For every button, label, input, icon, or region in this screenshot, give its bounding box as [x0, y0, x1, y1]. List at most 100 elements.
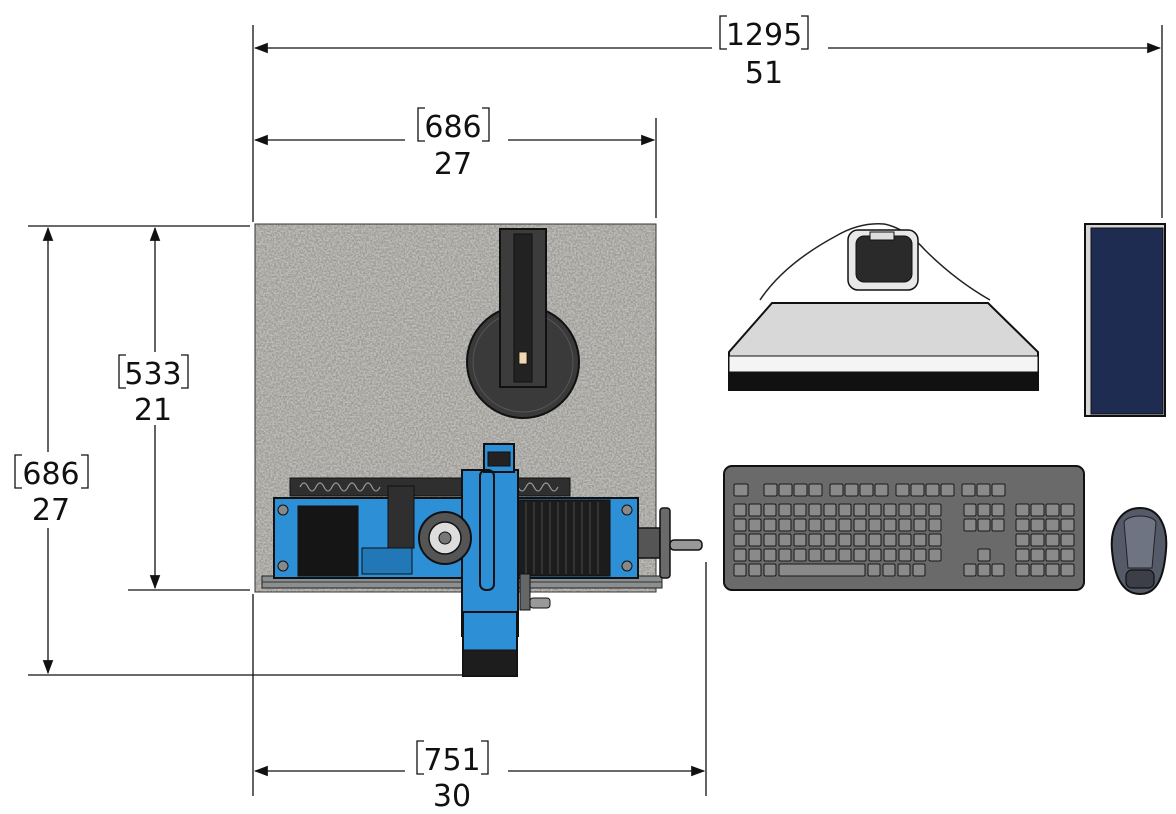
table-width-in: 27 [434, 147, 472, 182]
keyboard-key [883, 503, 897, 517]
keyboard-key [778, 518, 792, 532]
keyboard-key [838, 503, 852, 517]
overall-width-mm: 1295 [726, 18, 802, 53]
keyboard-key [1030, 563, 1045, 577]
keyboard-key [963, 503, 977, 517]
keyboard-key [1045, 518, 1060, 532]
keyboard-key [1060, 548, 1075, 562]
keyboard-key [977, 548, 991, 562]
keyboard-key [912, 563, 926, 577]
keyboard-key [748, 548, 762, 562]
keyboard-key [910, 483, 925, 497]
keyboard-key [829, 483, 844, 497]
probe-arm-icon [466, 228, 580, 419]
keyboard-key [808, 503, 822, 517]
keyboard-key [763, 548, 777, 562]
keyboard-key [733, 533, 747, 547]
pc-tower-icon [1084, 223, 1166, 417]
keyboard-key [913, 503, 927, 517]
machine-width-mm: 751 [423, 743, 480, 778]
keyboard-key [763, 563, 777, 577]
keyboard-key [991, 503, 1005, 517]
keyboard-key [882, 563, 896, 577]
keyboard-key [1060, 503, 1075, 517]
keyboard-key [867, 563, 881, 577]
keyboard-key [838, 548, 852, 562]
keyboard-key [853, 503, 867, 517]
keyboard-key [778, 563, 866, 577]
table-width-mm: 686 [424, 110, 481, 145]
keyboard-key [823, 533, 837, 547]
keyboard-key [977, 503, 991, 517]
keyboard-key [991, 563, 1005, 577]
keyboard-key [1045, 503, 1060, 517]
cmm-machine-icon [261, 443, 703, 677]
keyboard-key [1060, 533, 1075, 547]
keyboard-key [928, 518, 942, 532]
keyboard-key [1030, 518, 1045, 532]
keyboard-key [1015, 563, 1030, 577]
keyboard-key [963, 563, 977, 577]
total-depth-in: 27 [32, 493, 70, 528]
keyboard-key [823, 548, 837, 562]
keyboard-key [895, 483, 910, 497]
keyboard-key [853, 533, 867, 547]
keyboard-key [1030, 533, 1045, 547]
table-depth-in: 21 [134, 393, 172, 428]
keyboard-key [1015, 548, 1030, 562]
keyboard-key [1015, 503, 1030, 517]
keyboard-key [1045, 563, 1060, 577]
keyboard-key [868, 548, 882, 562]
keyboard-key [808, 533, 822, 547]
keyboard-key [853, 518, 867, 532]
keyboard-key [763, 503, 777, 517]
keyboard-key [763, 483, 778, 497]
keyboard-key [1045, 548, 1060, 562]
keyboard-key [808, 518, 822, 532]
keyboard-key [977, 563, 991, 577]
keyboard-key [868, 533, 882, 547]
mouse-icon [1110, 506, 1168, 596]
keyboard-key [898, 533, 912, 547]
keyboard-key [778, 503, 792, 517]
keyboard-key [874, 483, 889, 497]
keyboard-key [991, 483, 1006, 497]
keyboard-key [925, 483, 940, 497]
keyboard-key [1030, 503, 1045, 517]
machine-width-in: 30 [433, 779, 471, 814]
keyboard-key [1060, 518, 1075, 532]
dimension-labels: 1295 51 686 27 533 21 686 27 751 30 [22, 18, 802, 814]
keyboard-key [928, 548, 942, 562]
keyboard-key [1015, 533, 1030, 547]
keyboard-key [778, 483, 793, 497]
keyboard-key [733, 483, 749, 497]
keyboard-key [898, 518, 912, 532]
keyboard-key [748, 563, 762, 577]
keyboard-key [1030, 548, 1045, 562]
keyboard-key [748, 503, 762, 517]
keyboard-key [793, 533, 807, 547]
keyboard-key [844, 483, 859, 497]
keyboard-key [963, 518, 977, 532]
total-depth-mm: 686 [22, 457, 79, 492]
monitor-icon [728, 223, 1039, 391]
keyboard-key [808, 483, 823, 497]
keyboard-key [793, 518, 807, 532]
keyboard-key [838, 533, 852, 547]
keyboard-key [928, 503, 942, 517]
keyboard-key [763, 518, 777, 532]
keyboard-key [1015, 518, 1030, 532]
keyboard-key [733, 548, 747, 562]
keyboard-key [883, 533, 897, 547]
keyboard-key [793, 483, 808, 497]
keyboard-key [898, 503, 912, 517]
keyboard-key [733, 518, 747, 532]
keyboard-key [977, 518, 991, 532]
keyboard-key [823, 518, 837, 532]
keyboard-key [897, 563, 911, 577]
keyboard-key [1060, 563, 1075, 577]
keyboard-key [898, 548, 912, 562]
dimension-lines [14, 15, 1163, 796]
keyboard-key [868, 503, 882, 517]
